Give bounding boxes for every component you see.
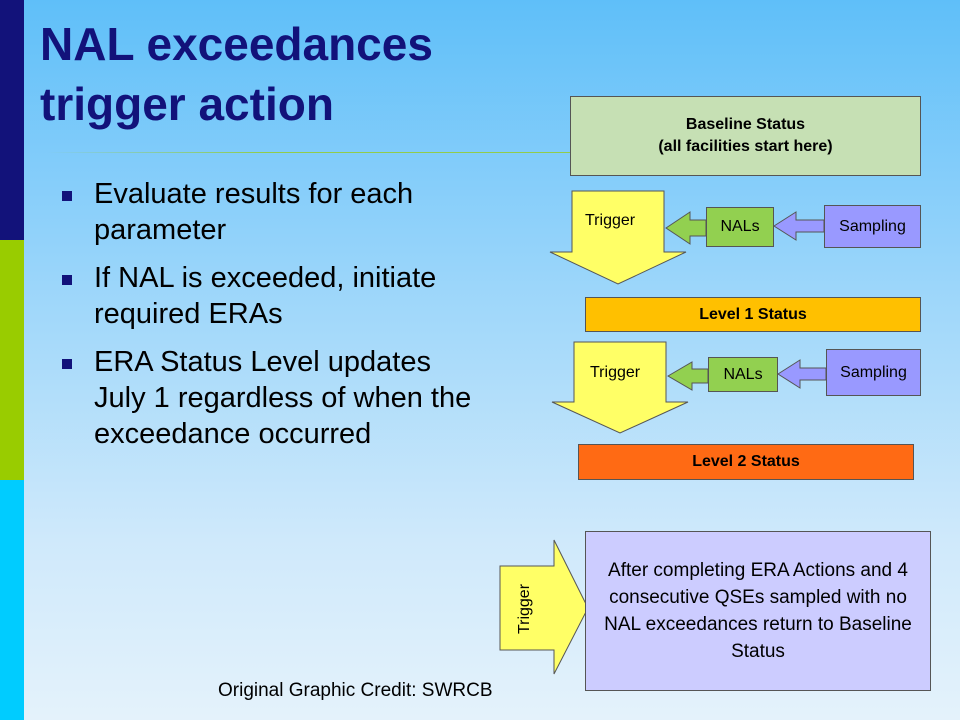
slide-title: NAL exceedances trigger action <box>40 14 580 134</box>
title-divider <box>48 152 588 153</box>
slide-title-line-2: trigger action <box>40 78 334 130</box>
nals-box-1: NALs <box>706 207 774 247</box>
sampling-box-1: Sampling <box>824 205 921 248</box>
baseline-status-label: Baseline Status <box>685 116 806 133</box>
baseline-status-note: (all facilities start here) <box>658 138 833 155</box>
bullet-square-icon <box>62 275 72 285</box>
graphic-credit: Original Graphic Credit: SWRCB <box>218 680 493 701</box>
bullet-text: ERA Status Level updates July 1 regardle… <box>94 346 472 450</box>
sampling-label-1: Sampling <box>839 217 906 235</box>
bullet-item: If NAL is exceeded, initiate required ER… <box>62 260 482 332</box>
bullet-list: Evaluate results for each parameter If N… <box>62 176 482 464</box>
bullet-item: Evaluate results for each parameter <box>62 176 482 248</box>
slide-title-line-1: NAL exceedances <box>40 18 433 70</box>
sampling-box-2: Sampling <box>826 349 921 396</box>
level-1-status-box: Level 1 Status <box>585 297 921 332</box>
return-to-baseline-text: After completing ERA Actions and 4 conse… <box>604 560 912 662</box>
bullet-square-icon <box>62 191 72 201</box>
nals-left-arrow-2 <box>667 361 709 391</box>
nals-label-2: NALs <box>723 365 763 383</box>
baseline-status-box: Baseline Status (all facilities start he… <box>570 96 921 176</box>
return-to-baseline-box: After completing ERA Actions and 4 conse… <box>585 531 931 691</box>
trigger-label-3: Trigger <box>516 583 533 635</box>
trigger-arrow-1 <box>549 190 687 285</box>
sampling-label-2: Sampling <box>840 363 907 381</box>
accent-stripe-cyan <box>0 480 24 720</box>
trigger-label-2: Trigger <box>590 364 641 381</box>
sampling-left-arrow-2 <box>777 359 827 389</box>
bullet-item: ERA Status Level updates July 1 regardle… <box>62 344 482 452</box>
trigger-label-1: Trigger <box>585 212 636 229</box>
nals-box-2: NALs <box>708 357 778 392</box>
accent-stripe-green <box>0 240 24 480</box>
nals-label-1: NALs <box>720 218 760 235</box>
bullet-text: Evaluate results for each parameter <box>94 178 414 246</box>
level-2-status-box: Level 2 Status <box>578 444 914 480</box>
bullet-square-icon <box>62 359 72 369</box>
trigger-arrow-2 <box>551 341 689 434</box>
bullet-text: If NAL is exceeded, initiate required ER… <box>94 262 437 330</box>
level-2-status-label: Level 2 Status <box>692 453 800 470</box>
sampling-left-arrow-1 <box>773 211 825 241</box>
level-1-status-label: Level 1 Status <box>699 305 807 323</box>
trigger-arrow-3 <box>499 539 589 675</box>
accent-stripe-navy <box>0 0 24 240</box>
nals-left-arrow-1 <box>665 211 707 245</box>
